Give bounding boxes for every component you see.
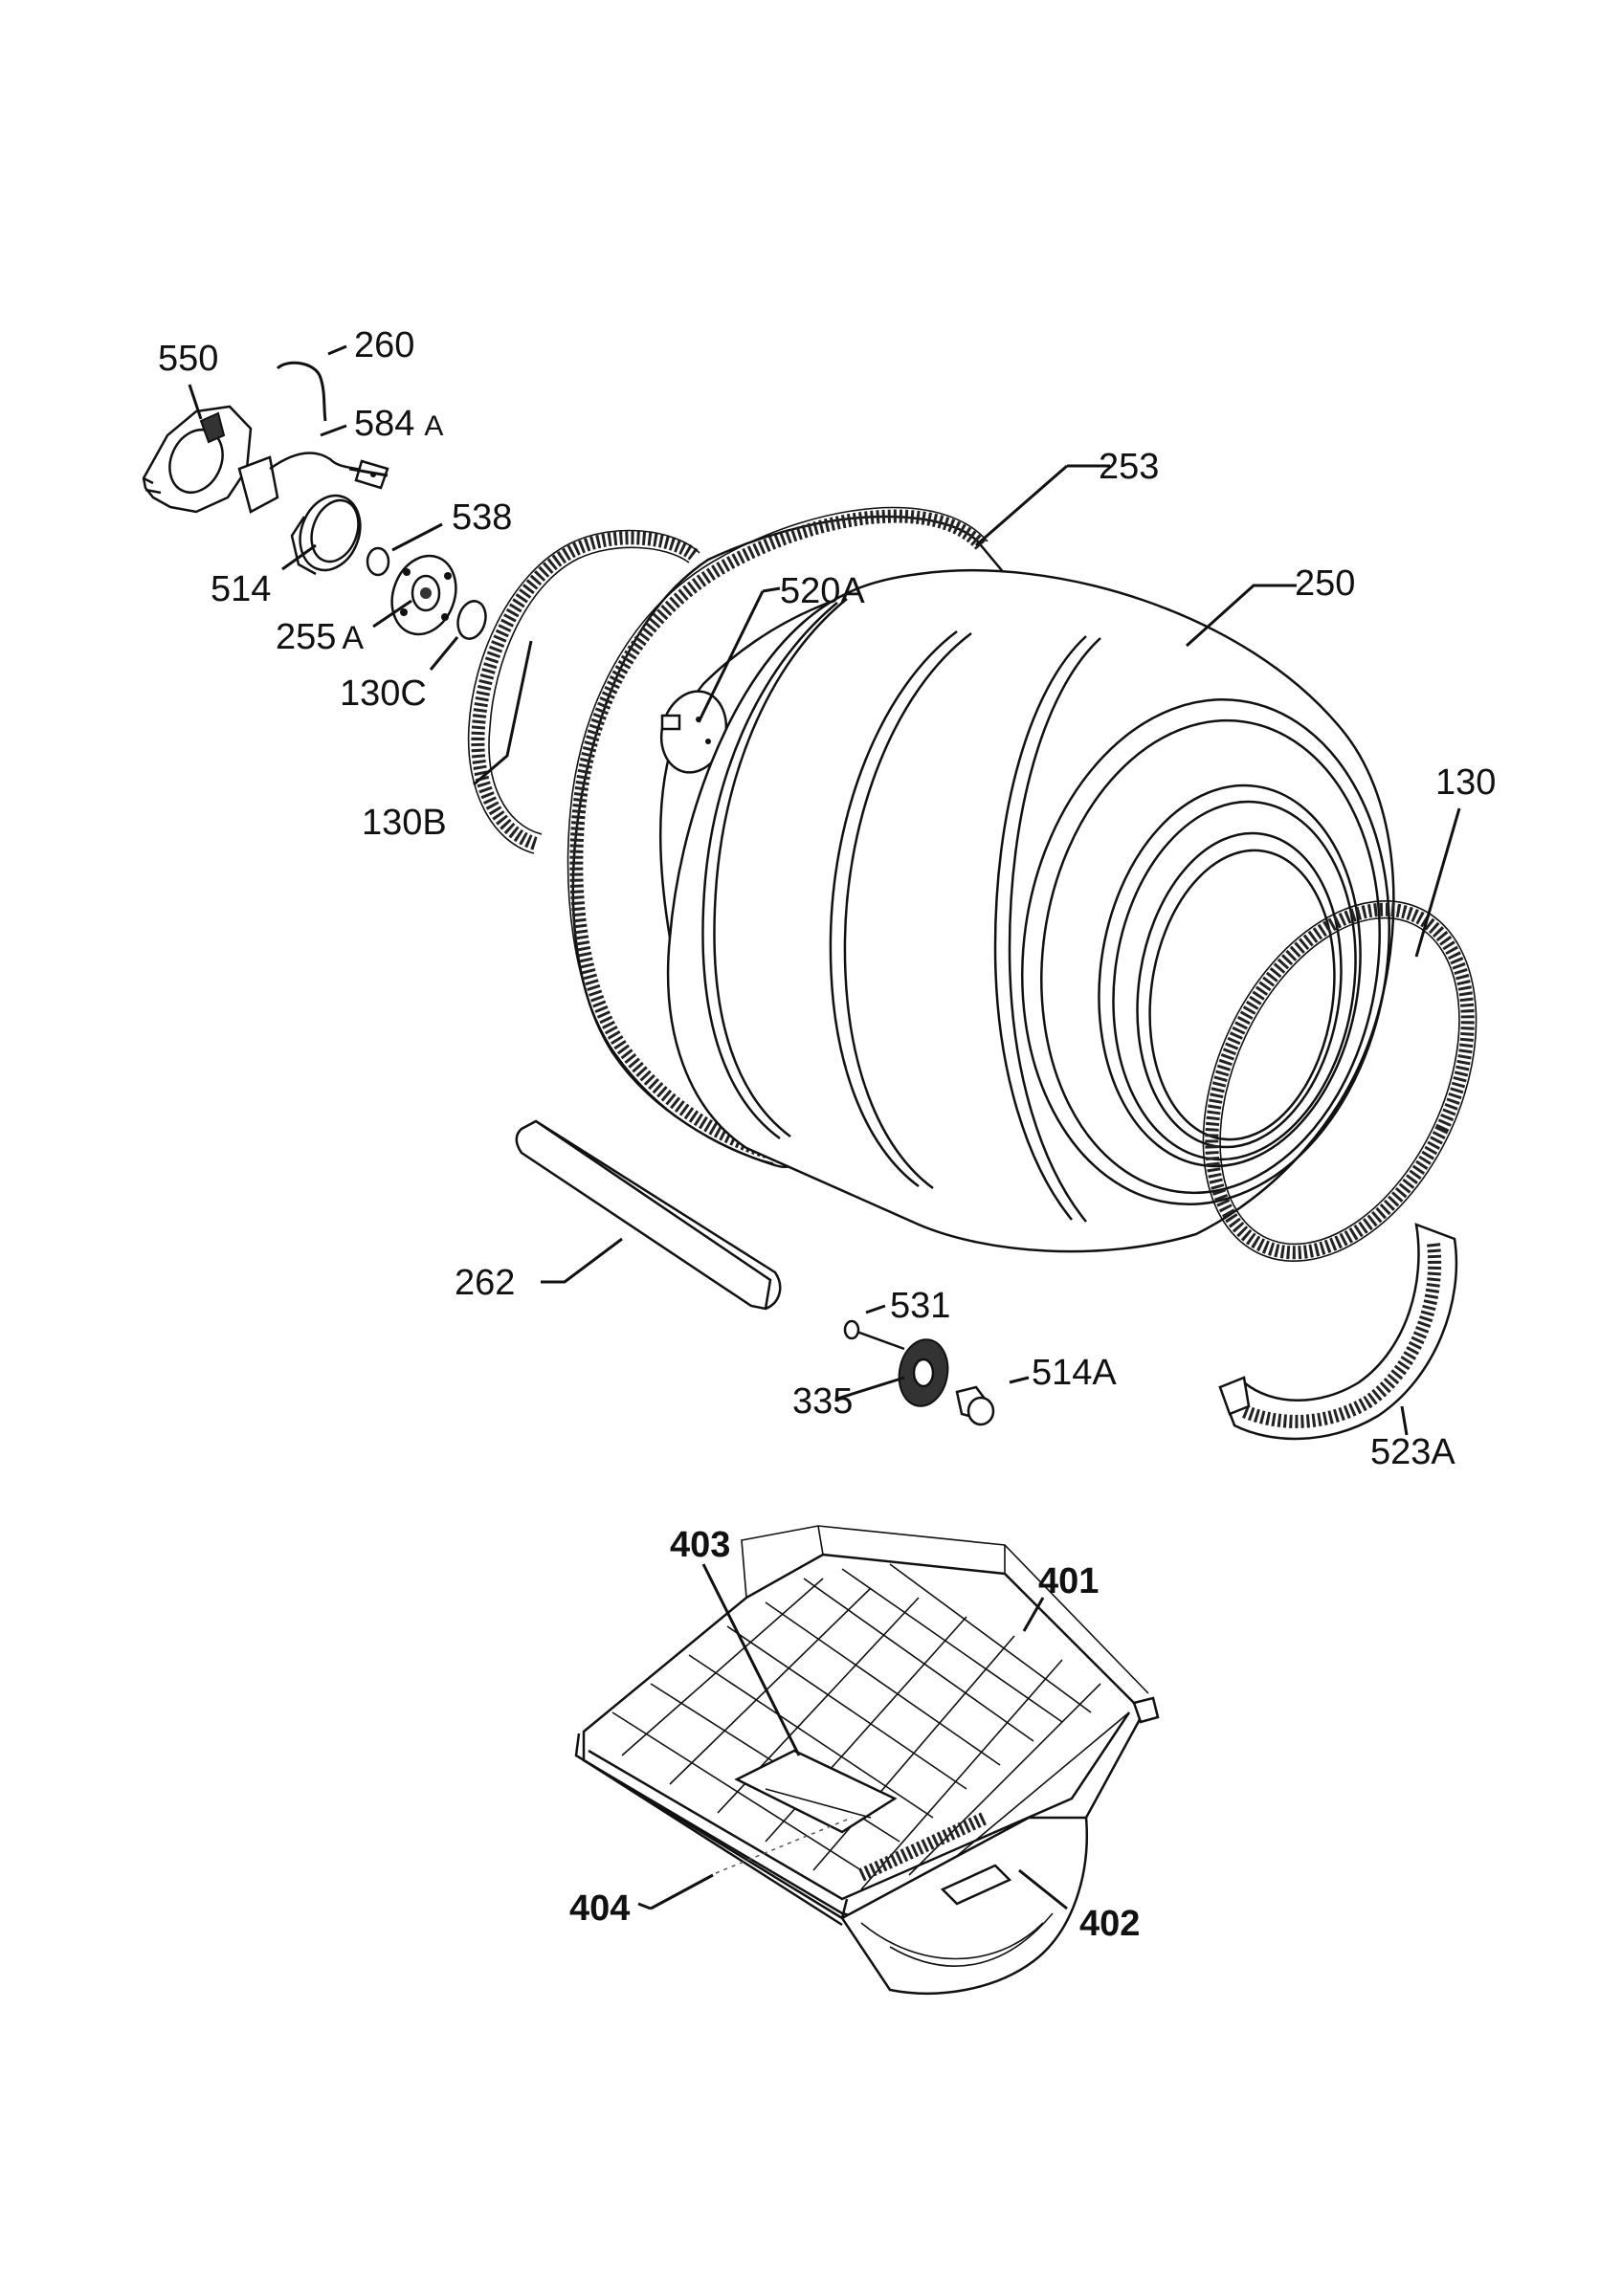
part-584a-sensor <box>237 452 389 514</box>
leader-lines <box>188 344 1461 1910</box>
label-584a: 584 A <box>354 404 443 444</box>
part-403-bracket <box>734 1749 898 1834</box>
part-130c-oring <box>456 600 487 640</box>
label-260: 260 <box>354 325 414 365</box>
part-402-support <box>840 1811 1088 1995</box>
label-584a-number: 584 <box>354 404 414 444</box>
label-550: 550 <box>158 339 218 379</box>
part-520a-plate <box>659 690 728 774</box>
part-404-pin <box>650 1817 853 1910</box>
part-538-ring <box>366 546 390 577</box>
label-262: 262 <box>455 1263 515 1303</box>
part-255a-hub <box>390 554 457 636</box>
label-402: 402 <box>1079 1904 1140 1944</box>
part-514a-bushing <box>955 1385 995 1426</box>
label-538: 538 <box>452 497 512 538</box>
label-520a: 520A <box>780 571 865 611</box>
part-531-screw <box>843 1319 905 1351</box>
label-250: 250 <box>1295 563 1355 604</box>
label-253: 253 <box>1099 447 1159 487</box>
part-335-roller <box>898 1338 949 1407</box>
label-584a-suffix: A <box>424 410 443 442</box>
label-404: 404 <box>569 1888 630 1929</box>
part-550-bracket <box>142 405 253 514</box>
part-250-drum <box>666 568 1395 1253</box>
label-255a-number: 255 <box>276 617 336 657</box>
part-260-wire <box>276 361 327 422</box>
part-130-front-seal <box>1202 900 1478 1262</box>
part-514-bearing <box>290 494 362 576</box>
label-130: 130 <box>1435 762 1496 803</box>
part-130b-rear-seal <box>467 529 700 854</box>
label-514: 514 <box>211 569 271 609</box>
label-255a-suffix: A <box>342 620 364 656</box>
label-403: 403 <box>670 1525 730 1565</box>
label-130c: 130C <box>340 673 427 714</box>
label-531: 531 <box>890 1286 950 1326</box>
part-523a-seal <box>1218 1223 1458 1441</box>
label-130b: 130B <box>362 803 447 843</box>
label-514a: 514A <box>1032 1353 1117 1393</box>
label-401: 401 <box>1038 1561 1099 1601</box>
part-262-baffle <box>515 1119 782 1311</box>
label-335: 335 <box>792 1381 853 1422</box>
part-401-rack <box>574 1525 1160 1927</box>
label-523a: 523A <box>1370 1432 1455 1472</box>
